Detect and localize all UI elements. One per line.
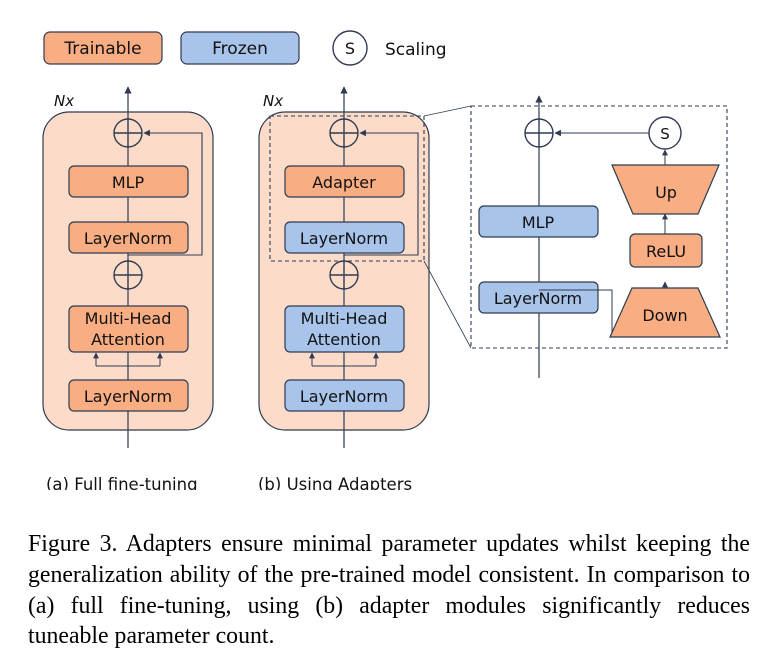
panel-b-attention-label-1: Multi-Head bbox=[301, 309, 388, 328]
panel-b-layernorm-lower-label: LayerNorm bbox=[300, 387, 388, 406]
architecture-diagram: Trainable Frozen S Scaling Nx MLP LayerN… bbox=[42, 30, 728, 490]
panel-a-layernorm-upper-label: LayerNorm bbox=[84, 229, 172, 248]
zoom-scaling-symbol: S bbox=[660, 125, 670, 143]
panel-a-caption: (a) Full fine-tuning bbox=[46, 475, 198, 490]
panel-b: Nx Adapter LayerNorm Multi-Head Attentio… bbox=[258, 86, 430, 490]
zoom-mlp-block bbox=[478, 205, 599, 238]
panel-a-mlp-label: MLP bbox=[112, 173, 145, 192]
panel-b-selection-box bbox=[269, 115, 425, 262]
panel-a: Nx MLP LayerNorm Multi-Head Attention La… bbox=[42, 86, 214, 490]
zoom-mlp-label: MLP bbox=[522, 213, 555, 232]
figure-caption: Figure 3. Adapters ensure minimal parame… bbox=[28, 531, 750, 650]
panel-a-attention-label-1: Multi-Head bbox=[85, 309, 172, 328]
zoom-down-label: Down bbox=[642, 306, 687, 325]
panel-b-layernorm-upper bbox=[284, 221, 405, 254]
legend-frozen-swatch bbox=[180, 31, 300, 65]
panel-b-caption: (b) Using Adapters bbox=[258, 475, 412, 490]
legend-scaling-symbol: S bbox=[345, 39, 355, 58]
panel-b-adapter-label: Adapter bbox=[312, 173, 376, 192]
panel-a-repeat-label: Nx bbox=[54, 92, 74, 110]
legend-frozen-label: Frozen bbox=[212, 39, 268, 59]
panel-b-attention-block bbox=[284, 305, 405, 353]
panel-b-attention-label-2: Attention bbox=[307, 330, 381, 349]
zoom-layernorm-label: LayerNorm bbox=[494, 289, 582, 308]
zoom-relu-label: ReLU bbox=[646, 242, 686, 261]
zoom-relu-block bbox=[629, 233, 703, 268]
panel-a-layernorm-lower-label: LayerNorm bbox=[84, 387, 172, 406]
legend-trainable-label: Trainable bbox=[63, 39, 141, 59]
panel-a-attention-label-2: Attention bbox=[91, 330, 165, 349]
panel-b-repeat-label: Nx bbox=[263, 92, 283, 110]
legend: Trainable Frozen S Scaling bbox=[43, 30, 447, 66]
panel-b-adapter-block bbox=[284, 165, 405, 198]
panel-a-layernorm-upper bbox=[68, 221, 189, 254]
legend-scaling-label: Scaling bbox=[385, 40, 447, 60]
legend-trainable-swatch bbox=[43, 31, 163, 65]
zoom-up-label: Up bbox=[655, 183, 677, 202]
panel-b-layernorm-lower bbox=[284, 379, 405, 412]
zoom-down-projection bbox=[609, 287, 721, 338]
panel-a-mlp-block bbox=[68, 165, 189, 198]
panel-a-layernorm-lower bbox=[68, 379, 189, 412]
zoom-panel: MLP LayerNorm Down ReLU Up S bbox=[470, 95, 728, 378]
legend-scaling-icon bbox=[332, 30, 368, 66]
panel-a-attention-block bbox=[68, 305, 189, 353]
panel-b-layernorm-upper-label: LayerNorm bbox=[300, 229, 388, 248]
zoom-up-projection bbox=[611, 164, 720, 215]
